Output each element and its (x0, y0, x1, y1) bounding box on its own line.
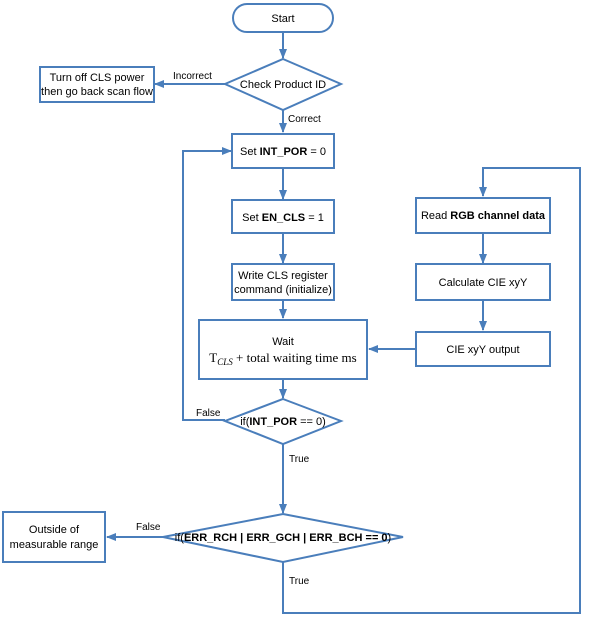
edge-label-incorrect: Incorrect (173, 71, 212, 82)
edge-label-true-int-por: True (289, 454, 310, 465)
if-err-diamond (162, 512, 404, 564)
edge-label-true-err: True (289, 576, 310, 587)
edge-label-correct: Correct (288, 114, 321, 125)
write-cls-box (231, 263, 335, 301)
outside-range-line2: measurable range (10, 539, 99, 551)
calculate-cie-label: Calculate CIE xyY (439, 277, 528, 289)
if-err-label: if(ERR_RCH | ERR_GCH | ERR_BCH == 0) (175, 532, 391, 544)
if-int-por-diamond (222, 397, 344, 446)
cie-output-box (415, 331, 551, 367)
set-int-por-label: Set INT_POR = 0 (240, 146, 326, 158)
start-terminal (232, 3, 334, 33)
edge-true-to-read-rgb (282, 167, 581, 614)
edge-label-false-err: False (136, 522, 161, 533)
write-cls-label-line1: Write CLS register (238, 270, 328, 282)
write-cls-label-line2: command (initialize) (234, 284, 332, 296)
turn-off-label-line2: then go back scan flow (41, 86, 153, 98)
check-product-id-diamond (222, 57, 344, 112)
check-product-id-label: Check Product ID (240, 79, 326, 91)
if-int-por-label: if(INT_POR == 0) (240, 416, 326, 428)
outside-range-box (2, 511, 106, 563)
set-en-cls-label: Set EN_CLS = 1 (242, 212, 324, 224)
set-en-cls-box (231, 199, 335, 234)
read-rgb-box (415, 197, 551, 234)
edge-label-false-int-por: False (196, 408, 221, 419)
cie-output-label: CIE xyY output (446, 344, 519, 356)
outside-range-line1: Outside of (29, 524, 80, 536)
edge-false-loop-back (182, 147, 232, 421)
wait-box (198, 319, 368, 380)
read-rgb-label: Read RGB channel data (421, 210, 546, 222)
start-label: Start (271, 13, 294, 25)
set-int-por-box (231, 133, 335, 169)
wait-formula: TCLS + total waiting time ms (209, 350, 356, 367)
wait-label: Wait (272, 336, 294, 348)
turn-off-cls-box (39, 66, 155, 103)
turn-off-label-line1: Turn off CLS power (50, 72, 145, 84)
calculate-cie-box (415, 263, 551, 301)
